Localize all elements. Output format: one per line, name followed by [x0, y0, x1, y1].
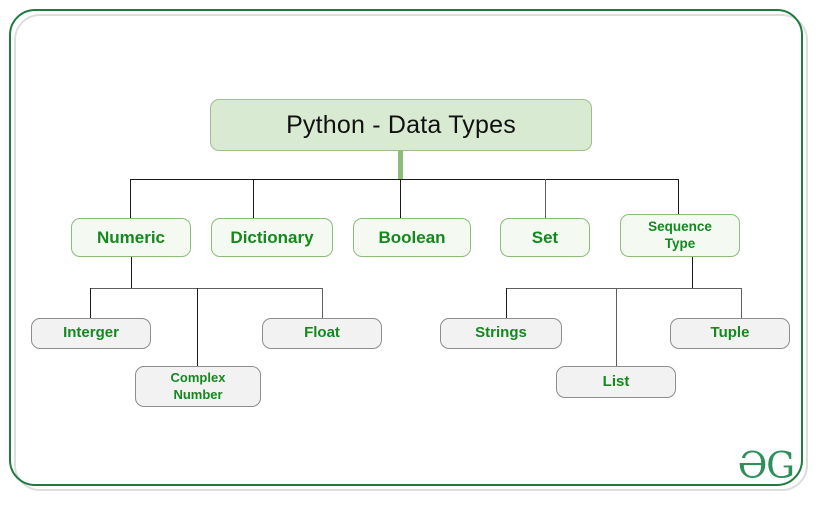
- connector-drop-interger: [90, 288, 91, 318]
- node-complex-number[interactable]: Complex Number: [135, 366, 261, 407]
- node-numeric[interactable]: Numeric: [71, 218, 191, 257]
- node-label-line2: Number: [173, 386, 223, 402]
- logo-text: ƏG: [737, 446, 795, 487]
- connector-drop-float: [322, 288, 323, 318]
- node-label: Dictionary: [230, 227, 314, 247]
- node-label: Boolean: [378, 227, 446, 247]
- node-label: Python - Data Types: [286, 111, 516, 139]
- node-label-line1: Complex: [170, 369, 226, 385]
- node-label: List: [602, 372, 630, 390]
- node-label: Float: [304, 324, 340, 342]
- node-label: Set: [531, 227, 559, 247]
- node-strings[interactable]: Strings: [440, 318, 562, 349]
- connector-drop-complex-number: [197, 288, 198, 366]
- connector-numeric-stem: [131, 257, 132, 288]
- connector-level1-bus: [130, 179, 678, 180]
- connector-numeric-bus: [90, 288, 322, 289]
- connector-drop-strings: [506, 288, 507, 318]
- node-list[interactable]: List: [556, 366, 676, 398]
- node-python-data-types[interactable]: Python - Data Types: [210, 99, 592, 151]
- node-label: Tuple: [710, 324, 750, 342]
- node-dictionary[interactable]: Dictionary: [211, 218, 333, 257]
- geeksforgeeks-logo-icon: ƏG: [737, 446, 795, 487]
- connector-drop-sequence-type: [678, 179, 679, 218]
- outer-frame-border: [9, 9, 803, 486]
- connector-drop-tuple: [741, 288, 742, 318]
- connector-sequence-stem: [692, 257, 693, 288]
- node-label: Strings: [475, 324, 527, 342]
- connector-drop-numeric: [130, 179, 131, 218]
- node-sequence-type[interactable]: Sequence Type: [620, 214, 740, 257]
- connector-sequence-bus: [506, 288, 741, 289]
- connector-drop-list: [616, 288, 617, 366]
- node-label-line1: Sequence: [648, 218, 712, 234]
- node-tuple[interactable]: Tuple: [670, 318, 790, 349]
- node-label: Interger: [63, 324, 119, 342]
- node-label: Numeric: [96, 227, 166, 247]
- node-label-line2: Type: [664, 235, 696, 251]
- connector-drop-dictionary: [253, 179, 254, 218]
- node-interger[interactable]: Interger: [31, 318, 151, 349]
- connector-drop-boolean: [400, 179, 401, 218]
- connector-drop-set: [545, 179, 546, 218]
- node-boolean[interactable]: Boolean: [353, 218, 471, 257]
- node-float[interactable]: Float: [262, 318, 382, 349]
- connector-root-stem: [398, 150, 403, 179]
- node-set[interactable]: Set: [500, 218, 590, 257]
